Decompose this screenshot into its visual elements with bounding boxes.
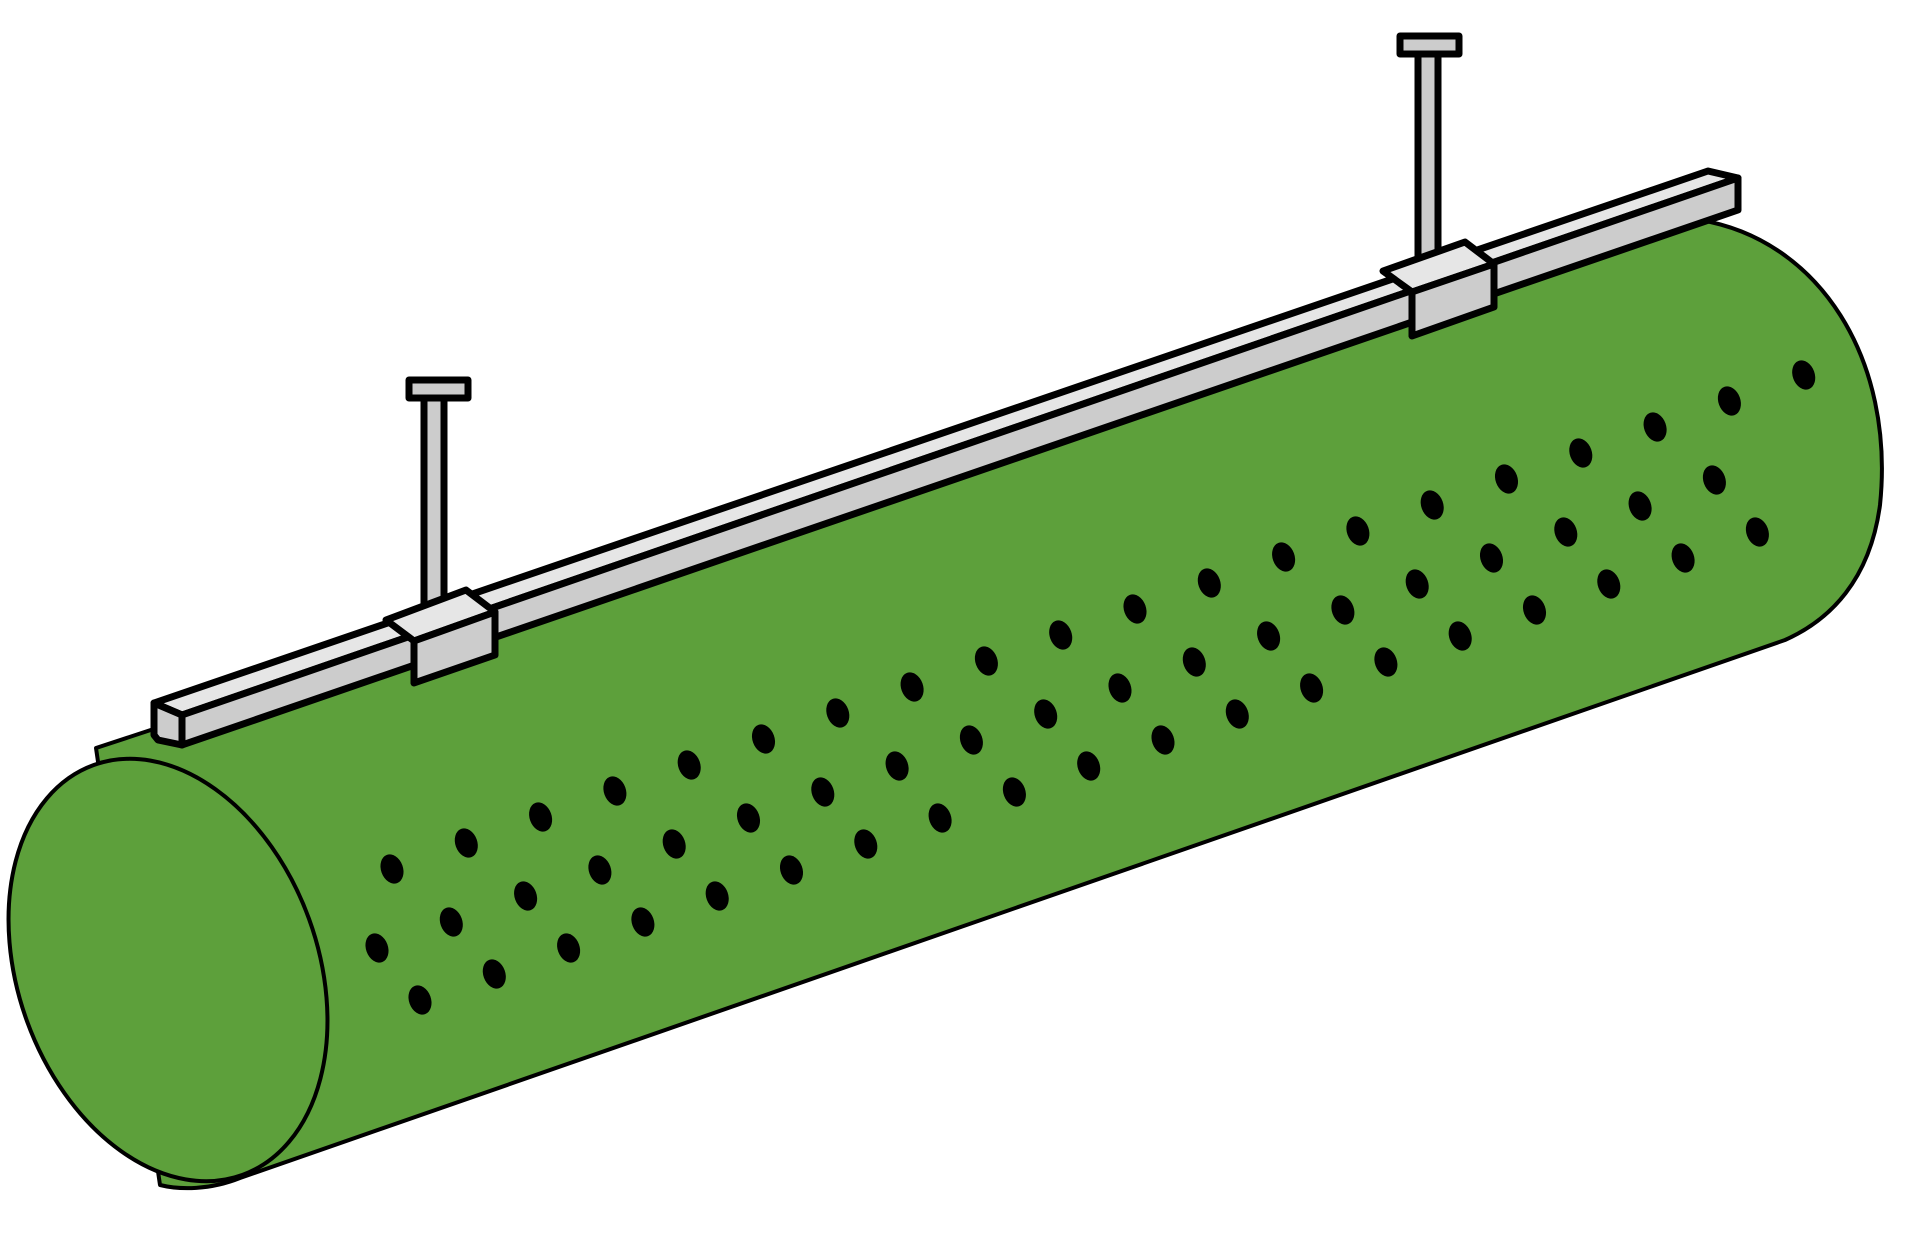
perforation-hole [959, 725, 983, 755]
perforation-hole [1597, 569, 1621, 599]
perforation-hole [1420, 490, 1444, 520]
hanger-rod-cap-right [1396, 32, 1463, 58]
perforation-hole [1448, 621, 1472, 651]
perforation-hole [1272, 542, 1296, 572]
perforation-hole [1494, 464, 1519, 494]
suspension-rail [150, 167, 1742, 749]
perforation-hole [1300, 673, 1324, 703]
perforation-hole [557, 933, 581, 963]
perforation-hole [439, 907, 463, 937]
perforation-hole [1123, 594, 1147, 624]
perforation-hole [1522, 595, 1547, 625]
perforation-hole [677, 750, 701, 780]
perforation-hole [380, 854, 404, 884]
perforation-hole [1792, 360, 1816, 390]
perforation-hole [885, 751, 909, 781]
perforation-hole [482, 959, 506, 989]
duct-end-cap [6, 756, 330, 1184]
perforation-hole [751, 724, 776, 754]
perforation-hole [1002, 777, 1026, 807]
perforation-hole [900, 672, 924, 702]
perforation-hole [588, 855, 612, 885]
perforation-hole [631, 907, 655, 937]
perforation-hole [779, 855, 804, 885]
hanger-rod-left [420, 388, 448, 614]
perforation-hole [1108, 673, 1132, 703]
perforation-hole [1569, 438, 1593, 468]
perforation-hole [1151, 725, 1175, 755]
perforation-hole [705, 881, 729, 911]
hanger-rod-cap-left [405, 376, 472, 402]
perforation-hole [1628, 491, 1652, 521]
perforation-hole [1197, 568, 1221, 598]
perforation-hole [1331, 595, 1355, 625]
perforation-hole [365, 933, 389, 963]
perforation-hole [1745, 517, 1769, 547]
perforation-hole [1182, 647, 1206, 677]
perforation-hole [854, 829, 878, 859]
rail-end-face [150, 699, 186, 749]
perforation-hole [1049, 620, 1073, 650]
perforation-hole [811, 777, 835, 807]
perforation-hole [662, 829, 686, 859]
hanger-right [1379, 32, 1498, 340]
perforation-hole [736, 803, 761, 833]
perforation-hole [408, 985, 432, 1015]
perforation-hole [1671, 543, 1695, 573]
perforation-holes [365, 360, 1816, 1015]
perforation-hole [1554, 517, 1578, 547]
perforation-hole [928, 803, 952, 833]
perforation-hole [1702, 465, 1726, 495]
perforation-hole [1077, 751, 1101, 781]
perforation-hole [1346, 516, 1370, 546]
perforation-hole [1405, 569, 1429, 599]
perforation-hole [974, 646, 998, 676]
perforation-hole [1034, 699, 1058, 729]
rail-clamp-front-right [1408, 260, 1498, 340]
duct-body [94, 218, 1884, 1191]
perforation-hole [1374, 647, 1398, 677]
perforation-hole [1643, 412, 1667, 442]
hanger-left [382, 376, 499, 687]
perforation-hole [529, 802, 553, 832]
perforation-hole [1479, 543, 1504, 573]
hanger-rod-right [1414, 44, 1442, 267]
perforation-hole [514, 881, 538, 911]
perforation-hole [454, 828, 478, 858]
perforation-hole [603, 776, 627, 806]
perforation-hole [1225, 699, 1249, 729]
perforation-hole [826, 698, 850, 728]
perforation-hole [1717, 386, 1741, 416]
rail-clamp-front-left [410, 608, 499, 687]
perforation-hole [1257, 621, 1281, 651]
